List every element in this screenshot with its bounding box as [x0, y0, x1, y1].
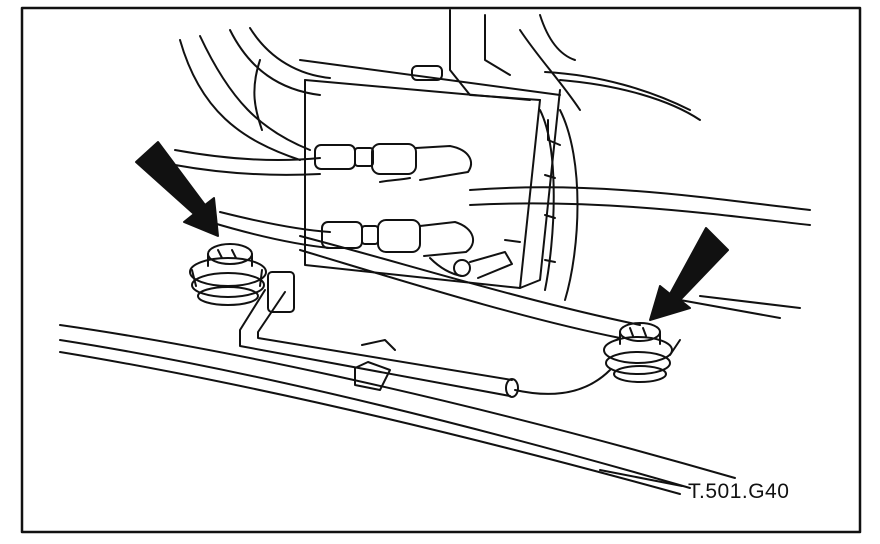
right-mount	[603, 322, 681, 383]
label-leader-line	[599, 469, 683, 487]
figure-reference-code: T.501.G40	[688, 480, 790, 503]
left-mount	[189, 243, 267, 306]
sill-panel	[59, 324, 736, 495]
upper-pipe-connector	[174, 143, 811, 226]
arrow-icon	[649, 227, 729, 321]
body-contours	[179, 9, 701, 161]
diagonal-hose	[299, 235, 801, 339]
arrow-icon	[135, 141, 219, 237]
figure-frame	[20, 6, 862, 534]
bent-rod	[239, 271, 611, 398]
central-housing	[304, 65, 579, 301]
lower-pipe-connector	[209, 211, 521, 279]
